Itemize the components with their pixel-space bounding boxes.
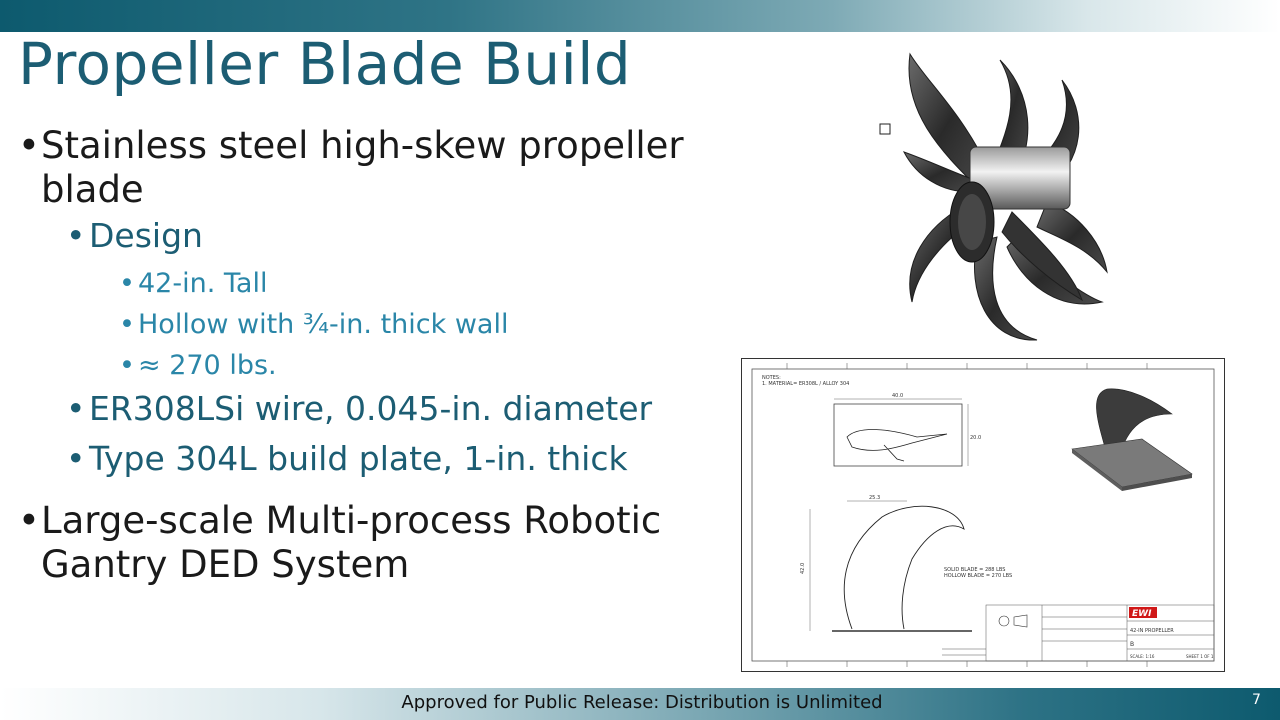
drawing-notes-line: 1. MATERIAL= ER308L / ALLOY 304 — [762, 381, 849, 387]
bullet-list: Stainless steel high-skew propeller blad… — [18, 124, 718, 591]
bullet-blade: Stainless steel high-skew propeller blad… — [18, 124, 718, 212]
bullet-design: Design — [18, 216, 718, 256]
bullet-plate: Type 304L build plate, 1-in. thick — [18, 439, 718, 479]
drawing-sheet: SHEET 1 OF 1 — [1186, 654, 1214, 659]
slide-title: Propeller Blade Build — [18, 30, 632, 98]
dim-width: 25.3 — [869, 495, 880, 501]
weight-hollow: HOLLOW BLADE = 270 LBS — [944, 573, 1012, 579]
drawing-scale: SCALE: 1:16 — [1130, 654, 1155, 659]
propeller-render-image — [879, 52, 1108, 341]
drawing-size-code: B — [1130, 641, 1134, 648]
bullet-weight: ≈ 270 lbs. — [18, 348, 718, 384]
top-gradient-bar — [0, 0, 1280, 32]
bullet-wall: Hollow with ¾-in. thick wall — [18, 307, 718, 343]
dim-side: 20.0 — [970, 435, 981, 441]
bullet-height: 42-in. Tall — [18, 266, 718, 302]
drawing-notes-heading: NOTES: — [762, 375, 781, 381]
footer-release-statement: Approved for Public Release: Distributio… — [401, 692, 883, 713]
page-number: 7 — [1252, 692, 1261, 708]
dim-top: 40.0 — [892, 393, 903, 399]
ewi-logo: EWI — [1132, 609, 1152, 619]
engineering-drawing: NOTES: 1. MATERIAL= ER308L / ALLOY 304 4… — [741, 358, 1225, 672]
bullet-gantry: Large-scale Multi-process Robotic Gantry… — [18, 499, 718, 587]
dim-height: 42.0 — [800, 563, 806, 574]
bullet-wire: ER308LSi wire, 0.045-in. diameter — [18, 389, 718, 429]
bottom-gradient-bar — [0, 688, 1280, 720]
weight-solid: SOLID BLADE = 288 LBS — [944, 567, 1005, 573]
drawing-title-block: 42-IN PROPELLER — [1130, 628, 1174, 634]
